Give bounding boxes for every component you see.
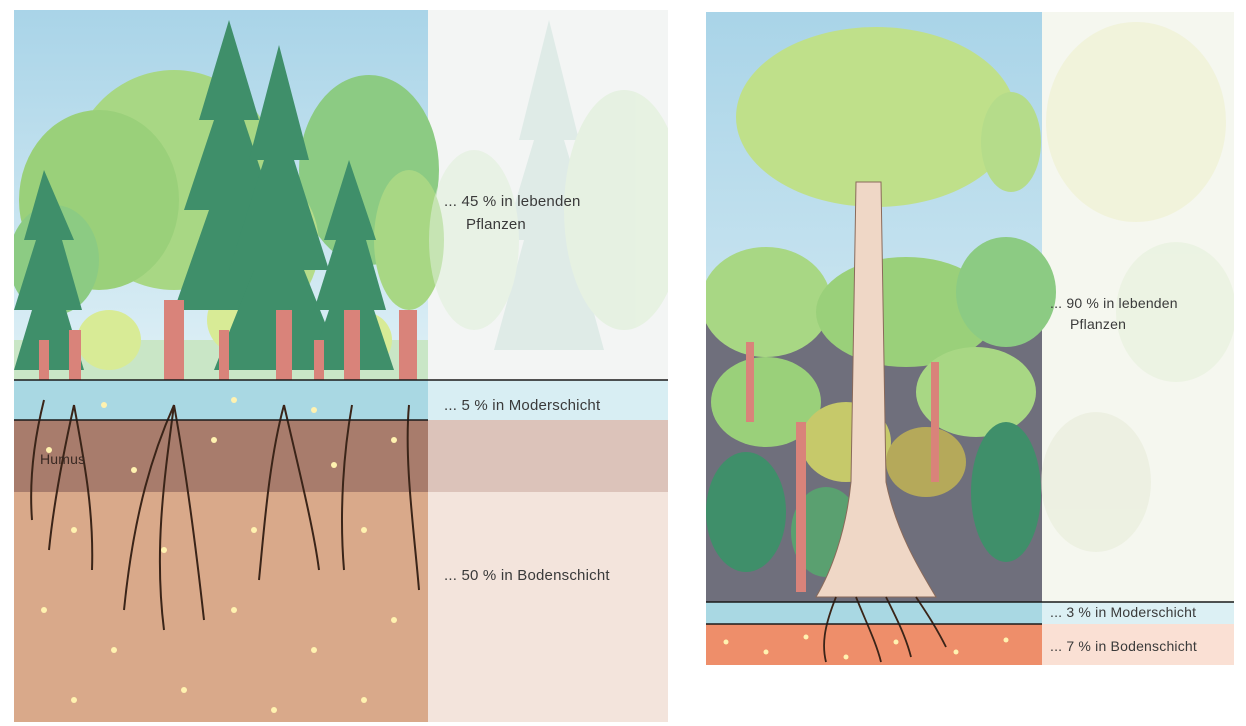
label-soil: ... 7 % in Bodenschicht	[1050, 638, 1197, 655]
litter-layer	[706, 602, 1042, 624]
temperate-forest-diagram: ... 45 % in lebenden Pflanzen ... 5 % in…	[14, 10, 668, 722]
label-plants-line1: ... 45 % in lebenden	[444, 192, 581, 211]
humus-layer-faded	[428, 420, 668, 492]
label-litter: ... 3 % in Moderschicht	[1050, 604, 1196, 621]
soil-layer	[14, 492, 428, 722]
label-plants-line2: Pflanzen	[466, 215, 526, 234]
temperate-forest-illustration	[14, 10, 668, 722]
label-soil: ... 50 % in Bodenschicht	[444, 566, 610, 585]
rainforest-illustration	[706, 12, 1234, 665]
rainforest-diagram: ... 90 % in lebenden Pflanzen ... 3 % in…	[706, 12, 1234, 665]
label-litter: ... 5 % in Moderschicht	[444, 396, 600, 415]
label-plants-line1: ... 90 % in lebenden	[1050, 295, 1178, 312]
label-plants-line2: Pflanzen	[1070, 316, 1126, 333]
soil-layer-faded	[428, 492, 668, 722]
soil-layer	[706, 624, 1042, 665]
label-humus: Humus	[40, 451, 85, 468]
